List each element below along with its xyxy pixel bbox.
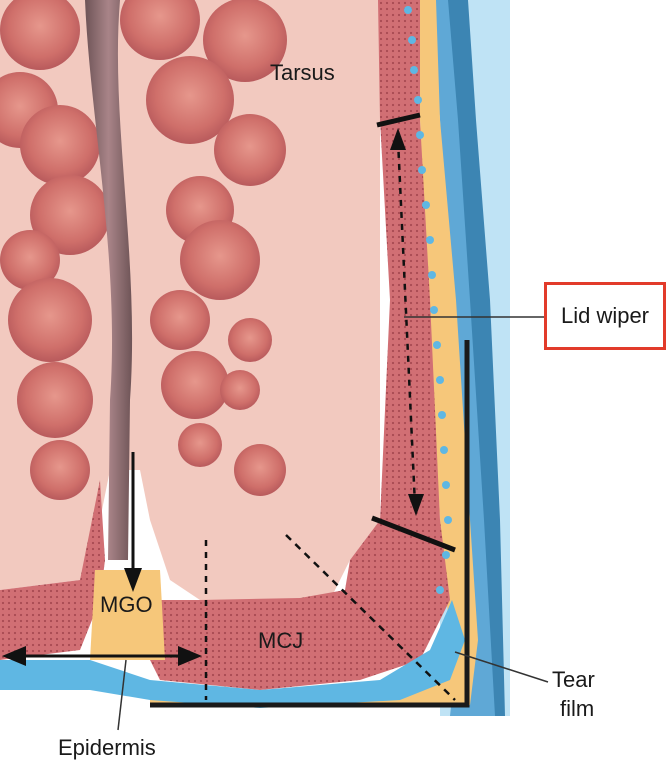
label-mgo: MGO — [100, 592, 153, 617]
lid-wiper-callout: Lid wiper — [544, 282, 666, 350]
label-epidermis: Epidermis — [58, 735, 156, 760]
label-mcj: MCJ — [258, 628, 303, 653]
label-film: film — [560, 696, 594, 721]
label-tarsus: Tarsus — [270, 60, 335, 85]
label-tear: Tear — [552, 667, 595, 692]
label-lid-wiper: Lid wiper — [561, 303, 649, 329]
